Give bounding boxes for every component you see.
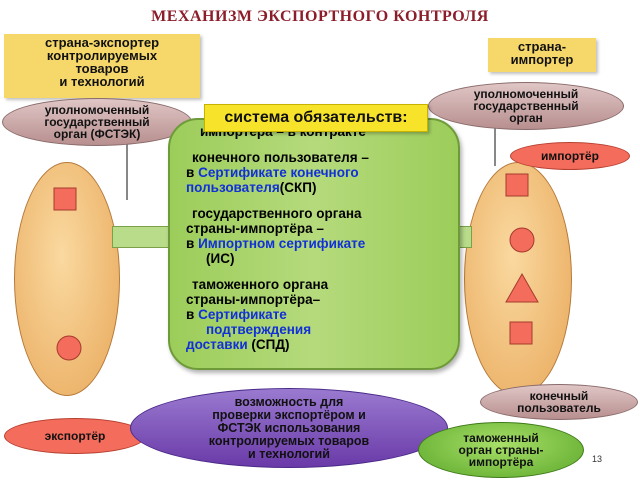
system-of-obligations-label: система обязательств: bbox=[204, 104, 428, 132]
importer-oval: импортёр bbox=[510, 142, 630, 170]
end-user-cloud: конечный пользователь bbox=[480, 384, 638, 420]
obligation-item-customs: таможенного органа страны-импортёра– в С… bbox=[186, 277, 448, 352]
obligations-list: импортёра – в контракте конечного пользо… bbox=[186, 124, 448, 363]
verification-line: возможность для bbox=[234, 394, 344, 409]
importer-authority-cloud: уполномоченный государственный орган bbox=[428, 82, 624, 130]
obligation-prep: в bbox=[186, 236, 195, 251]
obligation-document: Импортном сертификате bbox=[198, 236, 366, 251]
fstek-authority-cloud: уполномоченный государственный орган (ФС… bbox=[2, 98, 192, 146]
obligation-document: доставки bbox=[186, 337, 248, 352]
obligation-document: Сертификате конечного пользователя bbox=[186, 165, 359, 195]
square-shape-1 bbox=[505, 173, 529, 197]
connector-line-right bbox=[494, 126, 496, 166]
obligation-document: Сертификате bbox=[198, 307, 287, 322]
obligation-subject: страны-импортёра – bbox=[186, 221, 324, 236]
square-shape-2 bbox=[509, 321, 533, 345]
customs-line: орган страны- bbox=[458, 443, 544, 457]
exporter-label: экспортёр bbox=[44, 429, 106, 443]
obligation-subject: государственного органа bbox=[192, 206, 362, 221]
page-number: 13 bbox=[592, 454, 603, 464]
circle-shape bbox=[509, 227, 535, 253]
obligation-abbr: (ИС) bbox=[206, 251, 235, 266]
customs-line: таможенный bbox=[463, 431, 539, 445]
exporter-oval: экспортёр bbox=[4, 418, 146, 454]
fstek-line: уполномоченный bbox=[44, 103, 150, 117]
importer-authority-line: государственный bbox=[473, 99, 579, 113]
circle-shape bbox=[56, 335, 82, 361]
customs-line: импортёра bbox=[468, 455, 534, 469]
obligation-item-end-user: конечного пользователя – в Сертификате к… bbox=[186, 150, 448, 195]
obligation-document: подтверждения bbox=[206, 322, 312, 337]
square-shape bbox=[53, 187, 77, 211]
triangle-shape bbox=[505, 272, 539, 303]
obligation-subject: конечного пользователя – bbox=[192, 150, 369, 165]
customs-authority-oval: таможенный орган страны- импортёра bbox=[418, 422, 584, 478]
obligation-abbr: (СКП) bbox=[279, 180, 317, 195]
importer-shapes bbox=[505, 173, 539, 345]
left-connector bbox=[112, 226, 174, 248]
exporter-box-line: товаров bbox=[75, 61, 129, 76]
verification-line: ФСТЭК использования bbox=[217, 420, 361, 435]
importer-label: импортёр bbox=[541, 149, 599, 163]
fstek-line: орган (ФСТЭК) bbox=[53, 127, 141, 141]
connector-line-left bbox=[126, 140, 128, 200]
importer-authority-line: орган bbox=[509, 111, 543, 125]
importer-side-ellipse bbox=[464, 162, 572, 396]
page-title: МЕХАНИЗМ ЭКСПОРТНОГО КОНТРОЛЯ bbox=[151, 8, 489, 25]
exporter-shapes bbox=[53, 187, 82, 361]
importer-authority-line: уполномоченный bbox=[473, 87, 579, 101]
verification-cloud: возможность для проверки экспортёром и Ф… bbox=[130, 388, 448, 468]
verification-line: проверки экспортёром и bbox=[212, 407, 366, 422]
exporter-box-line: и технологий bbox=[59, 74, 145, 89]
importer-country-box: страна- импортер bbox=[488, 38, 596, 72]
end-user-line: пользователь bbox=[517, 401, 601, 415]
exporter-box-line: страна-экспортер bbox=[44, 35, 160, 50]
obligation-prep: в bbox=[186, 307, 195, 322]
verification-line: и технологий bbox=[248, 446, 330, 461]
fstek-line: государственный bbox=[44, 115, 150, 129]
obligations-panel bbox=[168, 118, 460, 370]
end-user-line: конечный bbox=[529, 389, 589, 403]
obligation-prep: в bbox=[186, 165, 195, 180]
obligation-abbr: (СПД) bbox=[251, 337, 290, 352]
obligation-subject: таможенного органа bbox=[192, 277, 329, 292]
obligation-subject: страны-импортёра– bbox=[186, 292, 321, 307]
exporter-box-line: контролируемых bbox=[46, 48, 158, 63]
importer-box-line: импортер bbox=[510, 52, 574, 67]
obligation-item-state-authority: государственного органа страны-импортёра… bbox=[186, 206, 448, 266]
verification-line: контролируемых товаров bbox=[208, 433, 370, 448]
exporter-country-box: страна-экспортер контролируемых товаров … bbox=[4, 34, 200, 98]
importer-box-line: страна- bbox=[517, 39, 567, 54]
